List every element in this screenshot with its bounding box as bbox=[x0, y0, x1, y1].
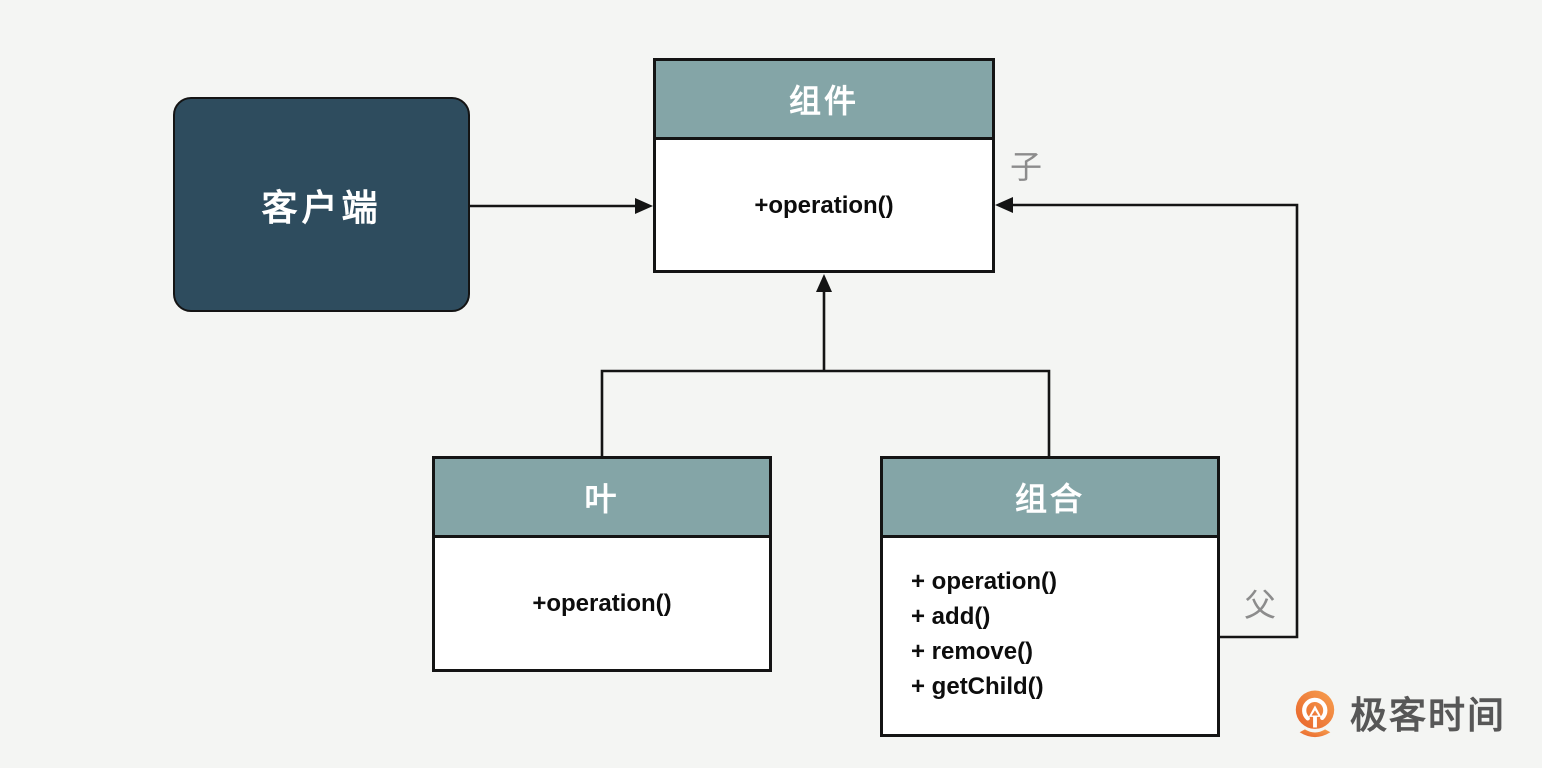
edge-inheritance-arrow bbox=[816, 274, 832, 371]
method-line: +operation() bbox=[532, 590, 672, 617]
method-line: + add() bbox=[911, 603, 991, 630]
node-client: 客户端 bbox=[173, 97, 470, 312]
node-leaf-title: 叶 bbox=[435, 459, 769, 538]
geektime-logo-icon bbox=[1295, 690, 1335, 738]
node-composite-title: 组合 bbox=[883, 459, 1217, 538]
node-component-title: 组件 bbox=[656, 61, 992, 140]
node-component: 组件 +operation() bbox=[653, 58, 995, 273]
method-line: + getChild() bbox=[911, 673, 1044, 700]
node-component-methods: +operation() bbox=[656, 140, 992, 270]
geektime-logo-text: 极客时间 bbox=[1350, 694, 1506, 736]
edge-inheritance-branch bbox=[600, 369, 1051, 457]
client-label: 客户端 bbox=[261, 186, 382, 228]
geektime-logo: 极客时间 bbox=[1291, 688, 1506, 742]
edge-label-child: 子 bbox=[1010, 149, 1043, 185]
node-leaf: 叶 +operation() bbox=[432, 456, 772, 672]
node-composite-methods: + operation() + add() + remove() + getCh… bbox=[883, 538, 1217, 734]
method-line: + remove() bbox=[911, 638, 1034, 665]
edge-client-to-component bbox=[470, 198, 653, 214]
edge-label-parent: 父 bbox=[1244, 587, 1277, 623]
node-composite: 组合 + operation() + add() + remove() + ge… bbox=[880, 456, 1220, 737]
method-line: +operation() bbox=[754, 191, 894, 219]
node-leaf-methods: +operation() bbox=[435, 538, 769, 669]
method-line: + operation() bbox=[911, 568, 1058, 595]
